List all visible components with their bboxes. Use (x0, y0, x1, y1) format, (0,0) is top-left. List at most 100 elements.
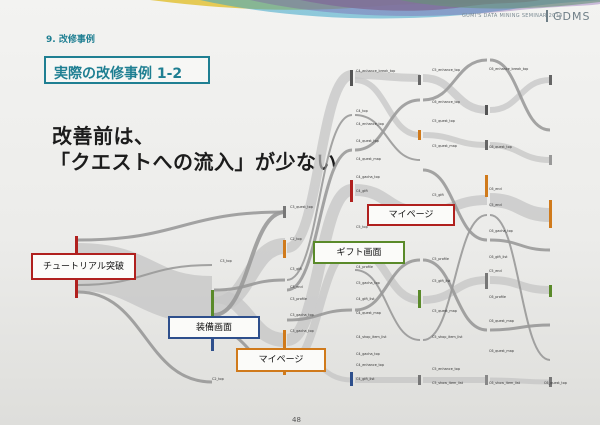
node-label: C4_enhance_top (356, 363, 384, 367)
node-label: C6_quest_top (489, 145, 512, 149)
flow-band (285, 70, 354, 253)
node-label: C3_gacha_top (290, 313, 314, 317)
flow-band (354, 269, 421, 341)
brand-logo: GDMS (553, 10, 591, 23)
flow-band (422, 58, 488, 102)
node-label: C4_enhance_top (356, 122, 384, 126)
node-bar (283, 206, 286, 218)
flow-band (213, 210, 286, 317)
node-label: C2_top (290, 237, 302, 241)
node-bar (485, 273, 488, 289)
node-label: C4_top (356, 109, 368, 113)
flow-band (77, 264, 213, 286)
flow-band (422, 258, 488, 332)
node-bar (350, 180, 353, 202)
node-label: C4_enhance_break_top (356, 69, 395, 73)
node-bar (350, 372, 353, 386)
slide-title-box: 実際の改修事例 1-2 (44, 56, 210, 84)
flow-band (489, 214, 551, 361)
node-label: C5_quest_map (432, 309, 457, 313)
node-label: C3_gacha_top (290, 329, 314, 333)
node-label: C4_gift (356, 189, 368, 193)
node-bar (549, 75, 552, 85)
node-label: C4_gift_list (356, 377, 375, 381)
node-label: C5_gift (432, 193, 444, 197)
flow-band (422, 74, 488, 114)
flow-band (489, 58, 551, 132)
node-label: C5_show_item_list (432, 381, 464, 385)
flow-band (354, 258, 421, 312)
node-bar (485, 105, 488, 115)
node-label: C5_quest_map (432, 144, 457, 148)
flow-band (422, 168, 488, 242)
node-bar (283, 240, 286, 258)
node-bar (418, 290, 421, 308)
callout-mypage-top: マイページ (367, 204, 455, 226)
event-name: GUMI'S DATA MINING SEMINAR 2014 (462, 13, 563, 19)
node-label: C5_end (489, 269, 502, 273)
flow-band (354, 98, 421, 152)
node-bar (485, 175, 488, 197)
callout-tutorial: チュートリアル突破 (31, 253, 136, 280)
node-label: C5_enhance_top (432, 68, 460, 72)
node-label: C4_gacha_top (356, 175, 380, 179)
flow-band (422, 214, 488, 341)
node-label: C5_shop_item_list (432, 335, 463, 339)
node-label: C5_gift_list (432, 279, 451, 283)
node-bar (350, 70, 353, 86)
node-bar (211, 290, 214, 335)
node-label: C2_top (212, 377, 224, 381)
page-number: 48 (292, 416, 301, 424)
callout-gift: ギフト画面 (313, 241, 405, 264)
flow-band (286, 308, 353, 322)
node-label: C5_profile (432, 257, 449, 261)
node-label: C4_shop_item_list (356, 335, 387, 339)
flow-band (77, 290, 213, 384)
callout-mypage-low: マイページ (236, 348, 326, 372)
node-label: C4_quest_map (356, 157, 381, 161)
flow-band (422, 132, 488, 148)
flow-band (286, 114, 353, 281)
flow-band (286, 148, 353, 292)
flow-band (489, 377, 551, 385)
node-label: C4_gacha_top (356, 352, 380, 356)
node-label: C5_enhance_top (432, 367, 460, 371)
node-bar (549, 377, 552, 387)
node-label: C6_quest_map (489, 349, 514, 353)
node-label: C3_gift (290, 267, 302, 271)
node-label: C6_enhance_top (432, 100, 460, 104)
node-label: C4_profile (356, 265, 373, 269)
node-label: C6_gift_list (489, 255, 508, 259)
flow-band (285, 184, 354, 346)
flow-band (489, 238, 551, 252)
flow-band (213, 278, 286, 292)
flow-bands (77, 58, 551, 385)
node-bar (418, 130, 421, 140)
node-label: C3_profile (290, 297, 307, 301)
headline-line1: 改善前は、 (52, 124, 155, 148)
node-bar (418, 75, 421, 85)
node-bar (549, 200, 552, 228)
brand-divider (546, 10, 548, 22)
node-label: C6_quest_map (489, 319, 514, 323)
node-label: C6_profile (489, 295, 506, 299)
node-label: C6_show_item_list (489, 381, 521, 385)
node-label: C4_gift_list (356, 297, 375, 301)
flow-band (489, 193, 551, 222)
flow-band (354, 71, 421, 82)
flow-band (77, 210, 286, 242)
flow-band (422, 276, 488, 304)
flow-band (354, 114, 421, 161)
flow-band (489, 323, 551, 332)
node-bar (485, 375, 488, 385)
node-label: C6_quest_top (544, 381, 567, 385)
node-label: C6_gacha_top (489, 229, 513, 233)
flow-band (489, 142, 551, 163)
node-label: C5_gacha_top (356, 281, 380, 285)
slide-title: 実際の改修事例 1-2 (54, 66, 183, 82)
node-bar (418, 375, 421, 385)
callout-equip: 装備画面 (168, 316, 260, 339)
header-ribbon (150, 0, 600, 19)
node-label: C5_top (356, 225, 368, 229)
